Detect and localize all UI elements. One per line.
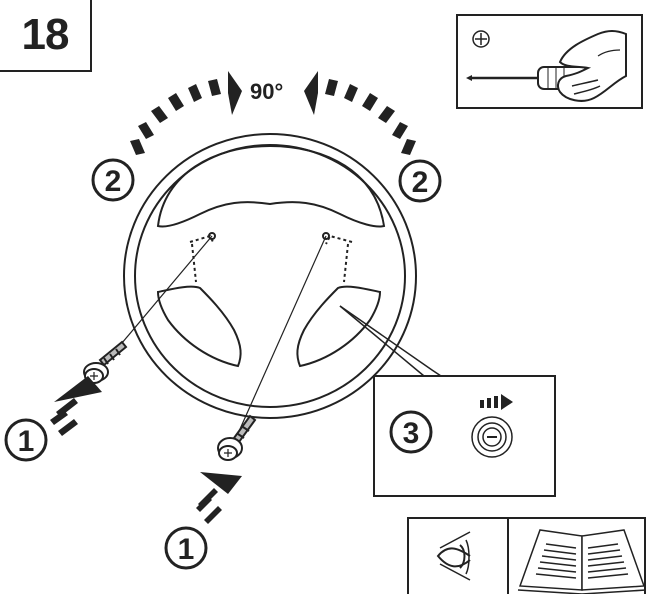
step-number: 18: [21, 10, 70, 59]
step-number-box: 18: [0, 0, 92, 72]
steering-wheel: [123, 133, 417, 419]
screw-icon-left: [83, 340, 128, 384]
rotation-arrow-left: [130, 71, 242, 155]
svg-text:2: 2: [105, 165, 122, 198]
rotation-arrow-right: [304, 71, 416, 155]
rotation-angle-label: 90°: [250, 79, 283, 104]
callout-1-bottom: 1: [164, 526, 208, 570]
svg-text:1: 1: [18, 425, 35, 458]
screw-leader-left: [105, 235, 213, 363]
detail-box: 3: [373, 375, 556, 497]
svg-text:2: 2: [412, 166, 429, 199]
phillips-screwdriver-icon: [466, 30, 627, 102]
eye-icon: [436, 531, 471, 581]
tool-box: [456, 14, 643, 109]
manual-book-icon: [517, 529, 647, 594]
svg-text:1: 1: [178, 533, 195, 566]
callout-1-left: 1: [4, 418, 48, 462]
fastener-cap-icon: [471, 416, 513, 458]
svg-text:3: 3: [403, 417, 420, 450]
motion-arrow-icon: [480, 394, 513, 410]
insert-arrow-right: [196, 472, 242, 524]
phillips-symbol-icon: [472, 30, 490, 48]
screw-icon-right: [217, 414, 257, 461]
callout-2-left: 2: [91, 158, 135, 202]
callout-3: 3: [389, 410, 433, 454]
screw-leader-right: [235, 235, 327, 439]
reference-box: [407, 517, 647, 594]
callout-2-right: 2: [398, 159, 442, 203]
insert-arrow-left: [50, 376, 102, 436]
